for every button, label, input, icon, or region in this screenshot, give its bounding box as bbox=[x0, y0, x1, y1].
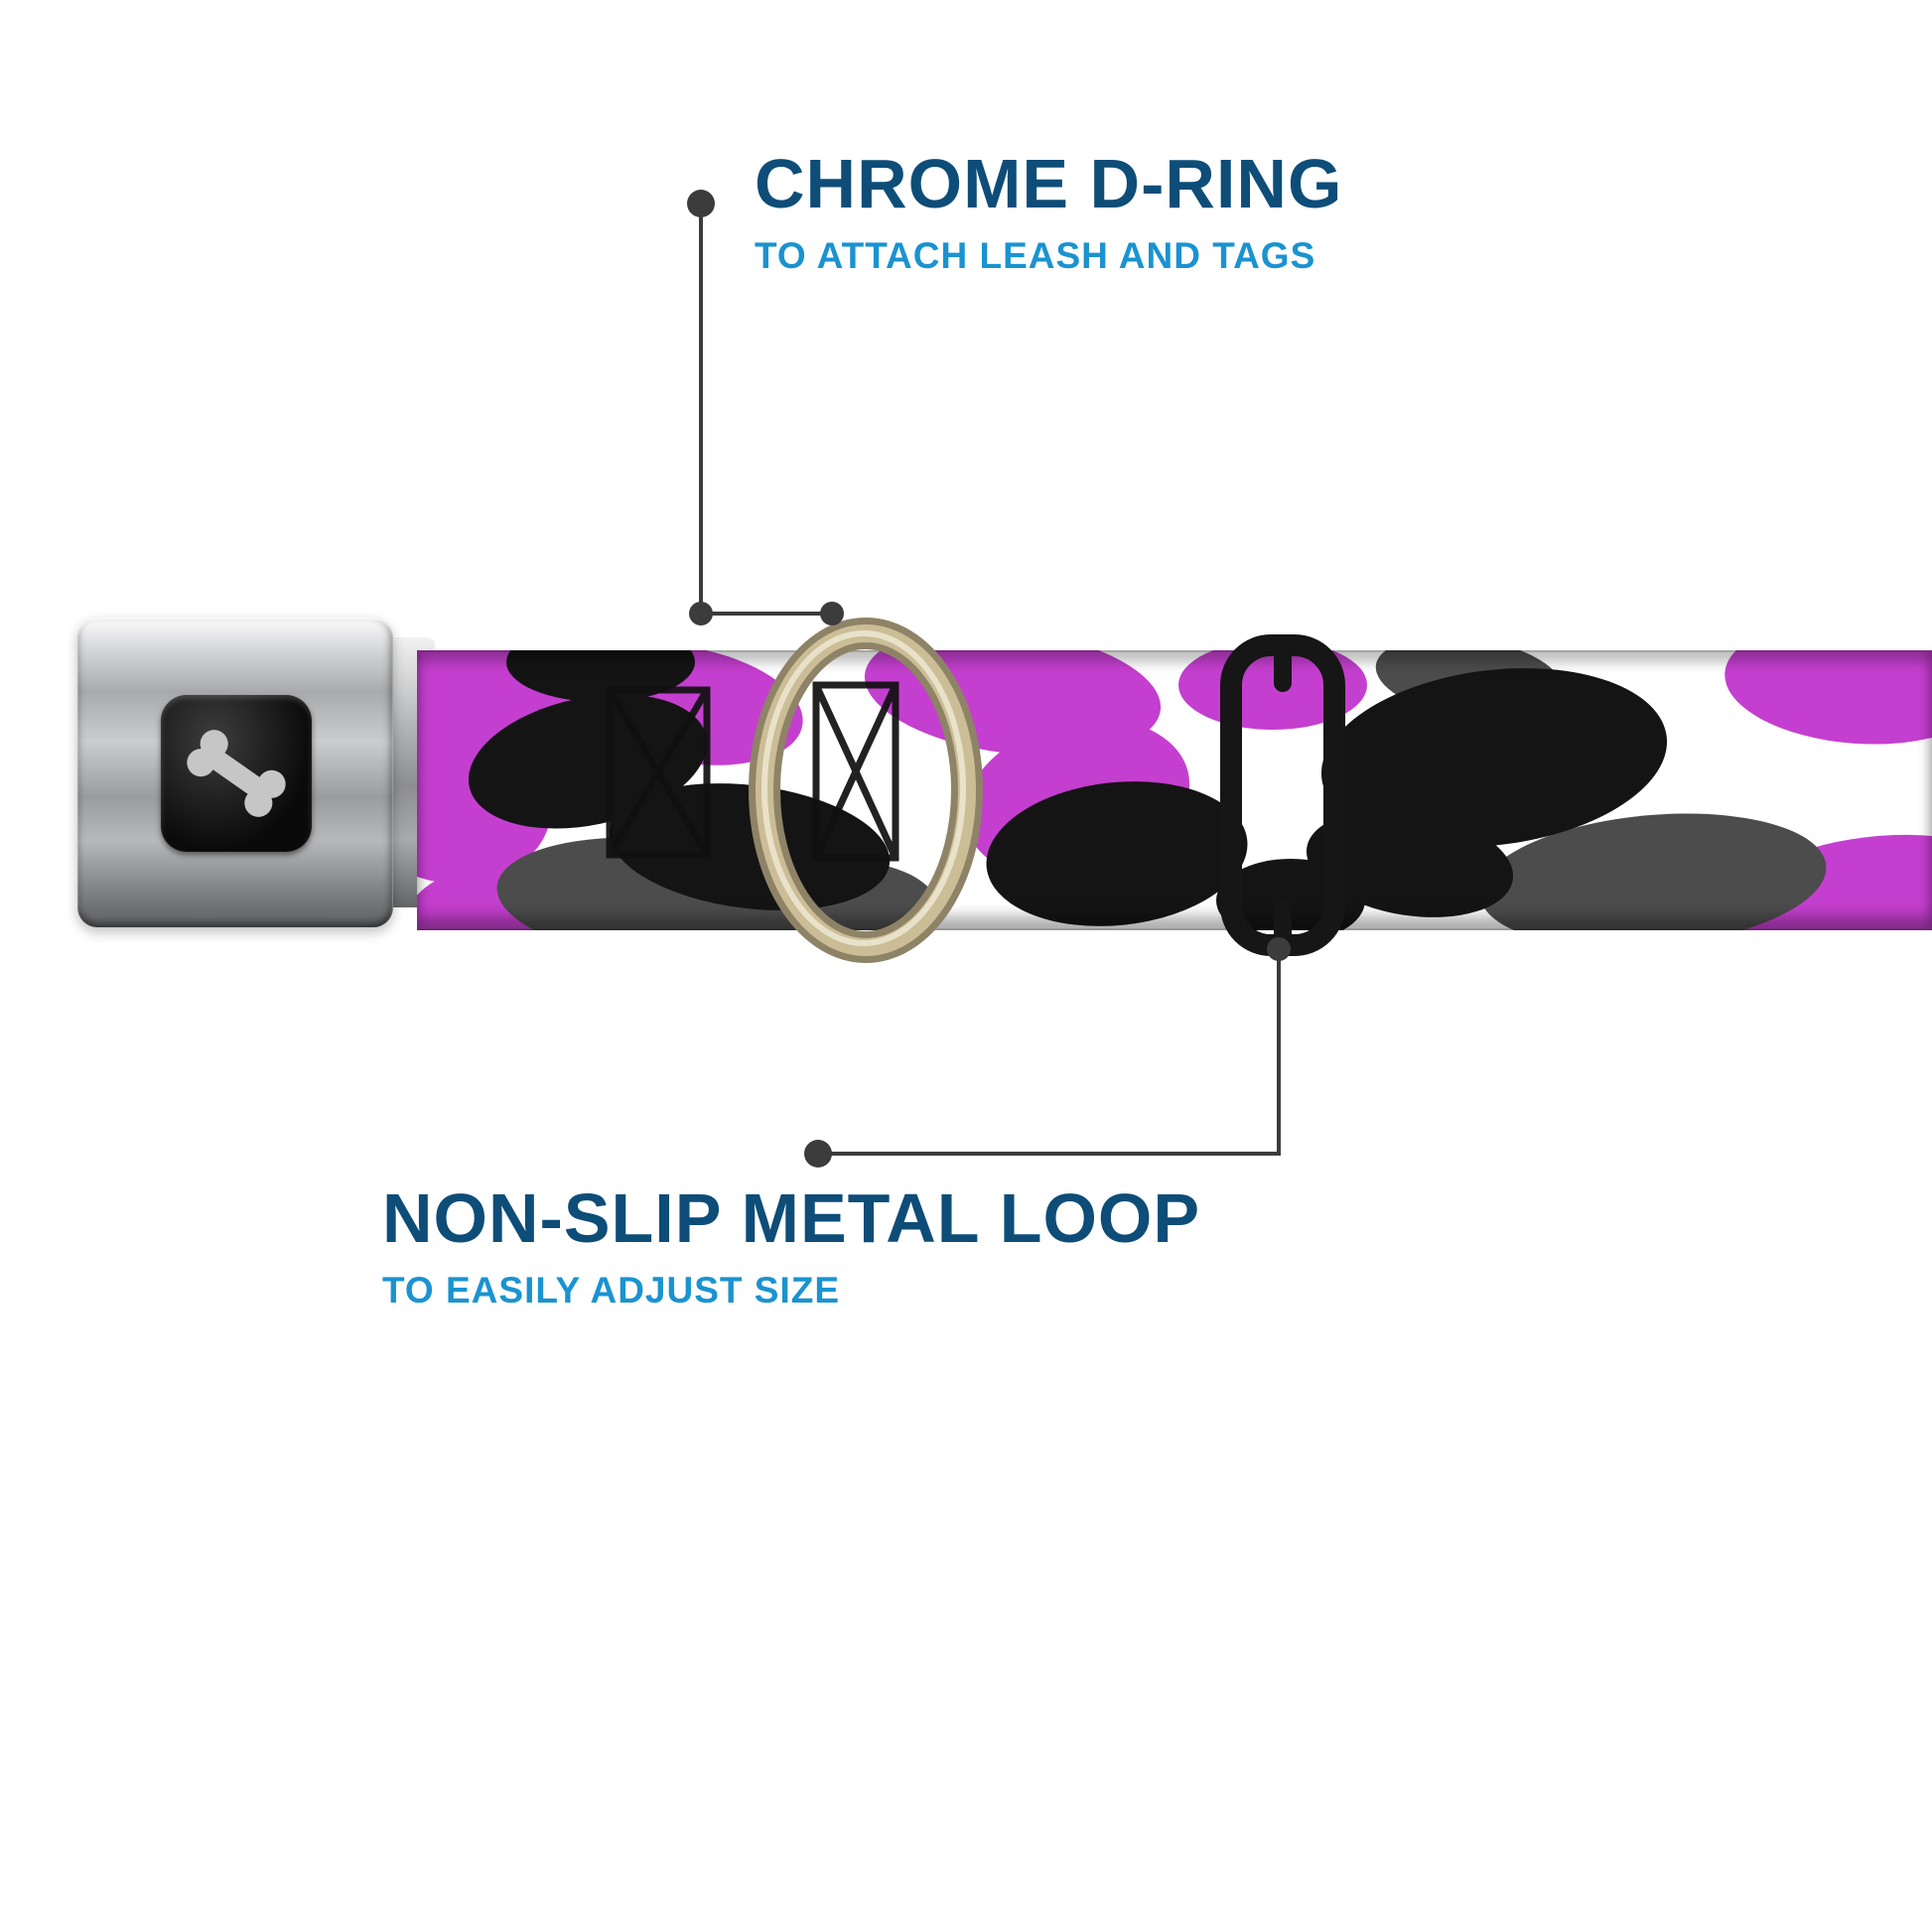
seatbelt-buckle bbox=[77, 618, 393, 927]
callout-line-metal-loop bbox=[818, 949, 1281, 1156]
callout-d-ring: CHROME D-RING TO ATTACH LEASH AND TAGS bbox=[755, 145, 1343, 277]
metal-loop-subtitle: TO EASILY ADJUST SIZE bbox=[382, 1270, 841, 1311]
camo-webbing-pattern bbox=[417, 650, 1932, 930]
dog-bone-icon bbox=[187, 730, 286, 817]
metal-loop-title: NON-SLIP METAL LOOP bbox=[382, 1179, 1201, 1257]
buckle-logo-inset bbox=[161, 695, 312, 852]
d-ring-subtitle: TO ATTACH LEASH AND TAGS bbox=[755, 235, 1316, 277]
d-ring-title: CHROME D-RING bbox=[755, 145, 1343, 222]
stitch-box-left bbox=[606, 686, 711, 859]
collar-webbing bbox=[417, 650, 1932, 930]
callout-metal-loop: NON-SLIP METAL LOOP TO EASILY ADJUST SIZ… bbox=[382, 1179, 1201, 1311]
